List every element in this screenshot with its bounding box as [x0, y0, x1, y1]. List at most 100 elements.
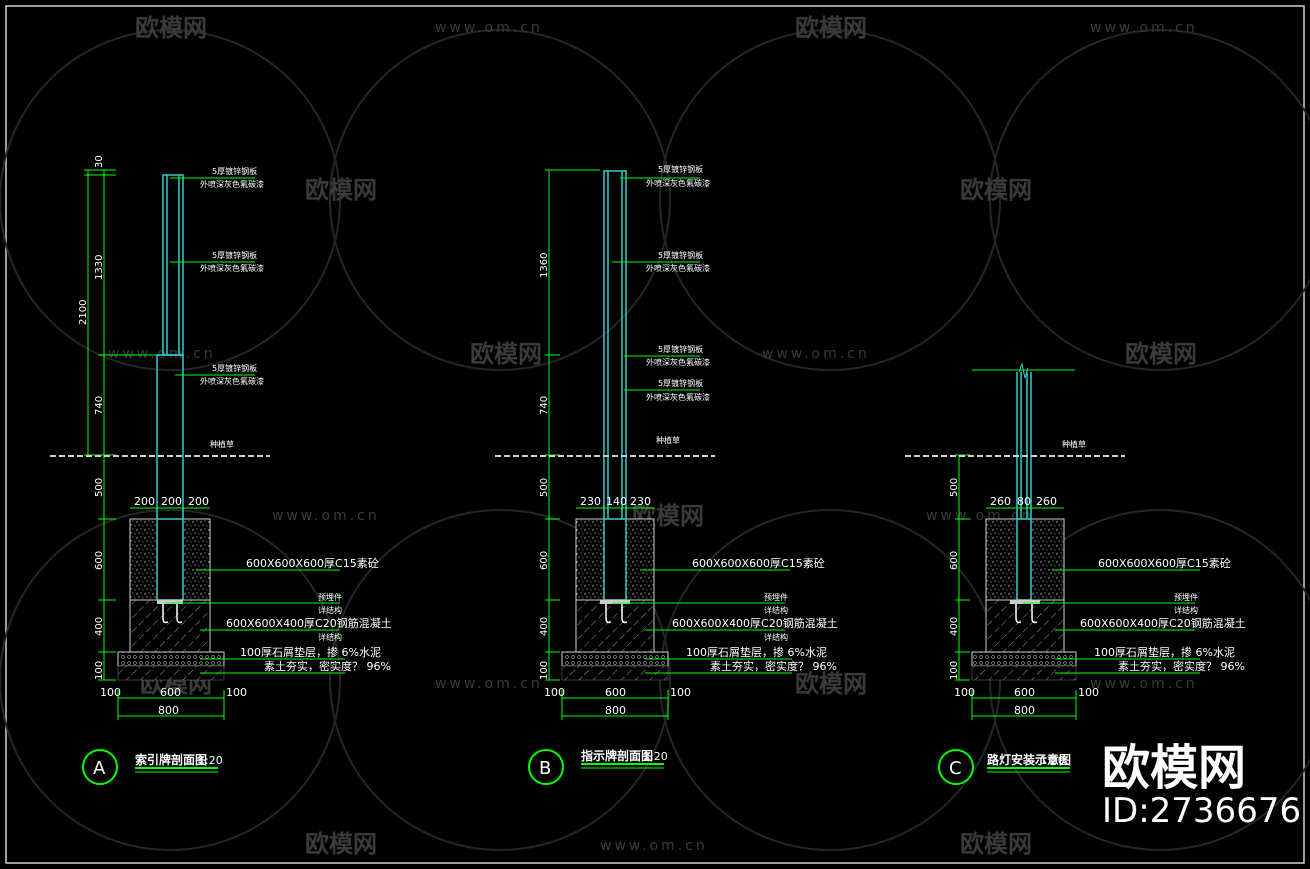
note-a-base-ref: 详结构 — [318, 632, 342, 642]
detail-b-post-embed — [603, 518, 627, 601]
dim-a-bottom-3: 100 — [226, 686, 247, 699]
detail-a: 30 1330 740 2100 500 600 400 100 200 200… — [50, 155, 392, 785]
brand-logo-text: 欧模网 — [1102, 740, 1246, 796]
note-b-3-line2: 外喷深灰色氟碳漆 — [646, 357, 710, 367]
detail-c: 500 600 400 100 260 80 260 100 600 100 8… — [905, 362, 1246, 785]
dim-a-top-2: 200 — [161, 495, 182, 508]
note-c-footing: 600X600X600厚C15素砼 — [1098, 557, 1231, 570]
watermark-brand: 欧模网 — [960, 830, 1032, 858]
watermark-brand: 欧模网 — [1125, 340, 1197, 368]
detail-b-title: 指示牌剖面图 — [581, 748, 653, 763]
detail-a-post-embed — [156, 518, 184, 601]
watermark-url: www.om.cn — [600, 838, 708, 854]
detail-b: 1360 740 500 600 400 100 230 140 230 100… — [495, 164, 838, 785]
detail-c-anchor — [1015, 604, 1038, 624]
note-b-embed: 预埋件 — [764, 592, 788, 602]
detail-b-scale: 1:20 — [643, 750, 668, 763]
note-b-gravel: 100厚石屑垫层，掺 6%水泥 — [686, 645, 827, 659]
dim-a-2100: 2100 — [78, 300, 89, 325]
note-a-2-line1: 5厚镀锌钢板 — [212, 250, 257, 260]
detail-a-dimension-lines — [84, 169, 170, 681]
detail-b-leaders — [612, 177, 792, 674]
dim-b-1360: 1360 — [539, 253, 550, 278]
watermark-brand: 欧模网 — [960, 176, 1032, 204]
watermark-brand: 欧模网 — [305, 830, 377, 858]
note-c-embed-ref: 详结构 — [1174, 605, 1198, 615]
detail-c-plate — [1010, 600, 1040, 604]
detail-a-anchor — [162, 604, 183, 624]
dim-a-1330: 1330 — [94, 255, 105, 280]
note-a-3-line2: 外喷深灰色氟碳漆 — [200, 376, 264, 386]
dim-b-bottom-1: 100 — [544, 686, 565, 699]
dim-a-500: 500 — [94, 478, 105, 497]
note-b-4-line2: 外喷深灰色氟碳漆 — [646, 392, 710, 402]
detail-a-title: 索引牌剖面图 — [135, 752, 207, 767]
dim-c-500: 500 — [949, 478, 960, 497]
watermark-url: www.om.cn — [1090, 676, 1198, 692]
dim-b-600: 600 — [539, 551, 550, 570]
dim-a-top-1: 200 — [134, 495, 155, 508]
detail-a-leaders — [165, 177, 345, 674]
watermark-brand: 欧模网 — [795, 14, 867, 42]
dim-c-top-3: 260 — [1036, 495, 1057, 508]
note-b-base-ref: 详结构 — [764, 632, 788, 642]
dim-c-top-1: 260 — [990, 495, 1011, 508]
note-a-1-line1: 5厚镀锌钢板 — [212, 166, 257, 176]
dim-b-100: 100 — [539, 661, 550, 680]
watermark-brand: 欧模网 — [795, 670, 867, 698]
note-b-2-line1: 5厚镀锌钢板 — [658, 250, 703, 260]
watermark-brand: 欧模网 — [135, 14, 207, 42]
dim-b-bottom-3: 100 — [670, 686, 691, 699]
detail-b-plate — [600, 600, 630, 604]
note-a-gravel: 100厚石屑垫层，掺 6%水泥 — [240, 645, 381, 659]
dim-a-top-3: 200 — [188, 495, 209, 508]
note-a-embed-ref: 详结构 — [318, 605, 342, 615]
dim-b-bottom-2: 600 — [605, 686, 626, 699]
dim-b-total: 800 — [605, 704, 626, 717]
note-b-base: 600X600X400厚C20钢筋混凝土 — [672, 616, 838, 630]
note-b-ground: 种植草 — [656, 435, 680, 445]
note-b-1-line2: 外喷深灰色氟碳漆 — [646, 178, 710, 188]
watermark-brand: 欧模网 — [305, 176, 377, 204]
detail-b-base — [575, 599, 655, 653]
dim-a-740: 740 — [94, 396, 105, 415]
note-b-footing: 600X600X600厚C15素砼 — [692, 557, 825, 570]
note-a-3-line1: 5厚镀锌钢板 — [212, 363, 257, 373]
dim-c-total: 800 — [1014, 704, 1035, 717]
note-b-3-line1: 5厚镀锌钢板 — [658, 344, 703, 354]
dim-c-100: 100 — [949, 661, 960, 680]
note-b-1-line1: 5厚镀锌钢板 — [658, 164, 703, 174]
dim-b-top-1: 230 — [580, 495, 601, 508]
brand-id: ID:2736676 — [1102, 791, 1301, 831]
dim-a-600: 600 — [94, 551, 105, 570]
dim-c-bottom-2: 600 — [1014, 686, 1035, 699]
dim-a-30: 30 — [94, 155, 105, 168]
detail-c-leaders — [1022, 569, 1200, 674]
dim-c-bottom-1: 100 — [954, 686, 975, 699]
detail-b-label-circle — [528, 749, 564, 785]
detail-c-base — [985, 599, 1065, 653]
detail-a-scale: 1:20 — [198, 754, 223, 767]
note-a-soil: 素土夯实，密实度？ 96% — [264, 659, 391, 673]
detail-a-base — [129, 599, 211, 653]
dim-c-bottom-3: 100 — [1078, 686, 1099, 699]
dim-a-100: 100 — [94, 661, 105, 680]
dim-a-400: 400 — [94, 617, 105, 636]
note-a-footing: 600X600X600厚C15素砼 — [246, 557, 379, 570]
dim-a-bottom-2: 600 — [160, 686, 181, 699]
note-a-ground: 种植草 — [210, 439, 234, 449]
dim-b-400: 400 — [539, 617, 550, 636]
dim-b-500: 500 — [539, 478, 550, 497]
dim-c-top-2: 80 — [1017, 495, 1031, 508]
detail-a-plate — [157, 600, 183, 604]
dim-a-bottom-1: 100 — [100, 686, 121, 699]
detail-a-label: A — [93, 758, 106, 779]
note-c-soil: 素土夯实，密实度？ 96% — [1118, 659, 1245, 673]
watermark-url: www.om.cn — [435, 20, 543, 36]
note-b-soil: 素土夯实，密实度？ 96% — [710, 659, 837, 673]
note-c-ground: 种植草 — [1062, 439, 1086, 449]
watermark-url: www.om.cn — [435, 676, 543, 692]
note-b-embed-ref: 详结构 — [764, 605, 788, 615]
